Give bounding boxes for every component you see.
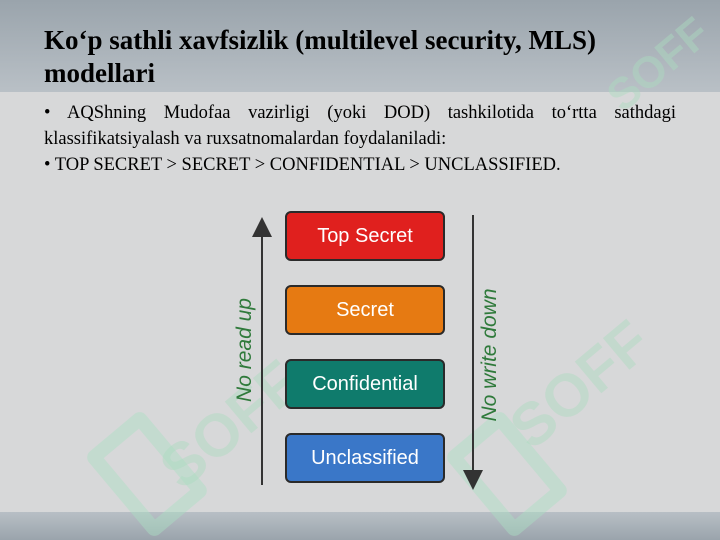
- level-top-secret: Top Secret: [285, 211, 445, 261]
- level-unclassified: Unclassified: [285, 433, 445, 483]
- no-write-down-label: No write down: [478, 288, 501, 422]
- slide-body: • AQShning Mudofaa vazirligi (yoki DOD) …: [44, 100, 676, 178]
- level-confidential: Confidential: [285, 359, 445, 409]
- bullet-dod-levels: • AQShning Mudofaa vazirligi (yoki DOD) …: [44, 103, 676, 149]
- mls-diagram: Top Secret Secret Confidential Unclassif…: [225, 205, 525, 495]
- header-band: [0, 0, 720, 92]
- slide-title: Ko‘p sathli xavfsizlik (multilevel secur…: [44, 25, 596, 88]
- level-secret: Secret: [285, 285, 445, 335]
- arrows-svg: [252, 215, 483, 490]
- footer-band: [0, 512, 720, 540]
- bullet-level-order: • TOP SECRET > SECRET > CONFIDENTIAL > U…: [44, 155, 561, 175]
- no-read-up-label: No read up: [233, 298, 256, 402]
